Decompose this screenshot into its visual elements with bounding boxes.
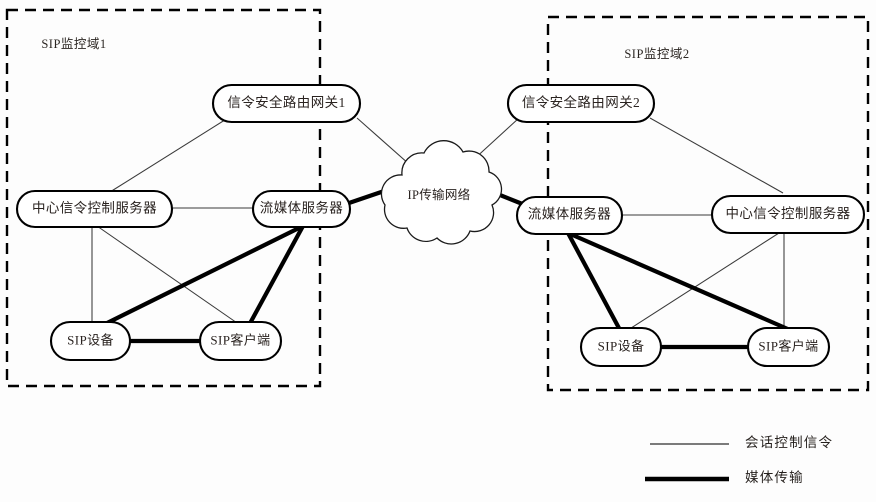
media1-shape bbox=[251, 189, 352, 229]
media1-label: 流媒体服务器 bbox=[260, 201, 343, 216]
edge-group-media-right bbox=[479, 185, 791, 350]
edge-media1-client1 bbox=[246, 224, 305, 329]
edge-center1-gateway1 bbox=[109, 117, 229, 193]
node-center-server-2[interactable]: 中心信令控制服务器 bbox=[710, 194, 866, 235]
device2-label: SIP设备 bbox=[598, 338, 645, 353]
legend-signal-label: 会话控制信令 bbox=[745, 435, 833, 450]
node-ip-network-cloud[interactable]: IP传输网络 bbox=[380, 140, 503, 245]
client2-label: SIP客户端 bbox=[758, 338, 818, 353]
node-gateway-1[interactable]: 信令安全路由网关1 bbox=[211, 83, 362, 124]
node-sip-client-2[interactable]: SIP客户端 bbox=[746, 326, 831, 368]
edge-media2-device2 bbox=[566, 232, 622, 331]
node-media-server-1[interactable]: 流媒体服务器 bbox=[251, 189, 352, 229]
media2-label: 流媒体服务器 bbox=[528, 207, 611, 222]
center1-label: 中心信令控制服务器 bbox=[32, 201, 157, 216]
legend-media-label: 媒体传输 bbox=[745, 470, 804, 485]
center1-shape bbox=[15, 189, 174, 229]
edge-media2-client2 bbox=[567, 231, 791, 332]
domain-box-1 bbox=[5, 8, 322, 388]
node-sip-device-2[interactable]: SIP设备 bbox=[579, 326, 663, 368]
domain-label-1: SIP监控域1 bbox=[41, 37, 106, 51]
media2-shape bbox=[515, 195, 624, 236]
edge-media1-device1 bbox=[96, 224, 304, 330]
edge-group-signal-left bbox=[91, 117, 419, 326]
center2-label: 中心信令控制服务器 bbox=[725, 206, 850, 221]
gateway2-shape bbox=[506, 83, 656, 124]
node-gateway-2[interactable]: 信令安全路由网关2 bbox=[506, 83, 656, 124]
edge-gateway2-center2 bbox=[649, 117, 784, 194]
gateway1-shape bbox=[211, 83, 362, 124]
domain-label-2: SIP监控域2 bbox=[624, 47, 689, 61]
device2-shape bbox=[579, 326, 663, 368]
client2-shape bbox=[746, 326, 831, 368]
edge-center2-device2 bbox=[627, 232, 780, 331]
client1-shape bbox=[198, 320, 283, 362]
center2-shape bbox=[710, 194, 866, 235]
cloud-label: IP传输网络 bbox=[408, 187, 471, 202]
domain-box-2 bbox=[546, 15, 870, 392]
node-media-server-2[interactable]: 流媒体服务器 bbox=[515, 195, 624, 236]
client1-label: SIP客户端 bbox=[210, 332, 270, 347]
edge-center1-client1 bbox=[96, 225, 241, 326]
edge-group-media-left bbox=[96, 185, 397, 344]
device1-shape bbox=[49, 320, 132, 362]
gateway1-label: 信令安全路由网关1 bbox=[227, 94, 345, 110]
gateway2-label: 信令安全路由网关2 bbox=[522, 94, 640, 110]
node-center-server-1[interactable]: 中心信令控制服务器 bbox=[15, 189, 174, 229]
node-sip-client-1[interactable]: SIP客户端 bbox=[198, 320, 283, 362]
node-sip-device-1[interactable]: SIP设备 bbox=[49, 320, 132, 362]
legend: 会话控制信令 媒体传输 bbox=[645, 435, 833, 485]
cloud-shape bbox=[380, 140, 503, 245]
device1-label: SIP设备 bbox=[67, 332, 114, 347]
